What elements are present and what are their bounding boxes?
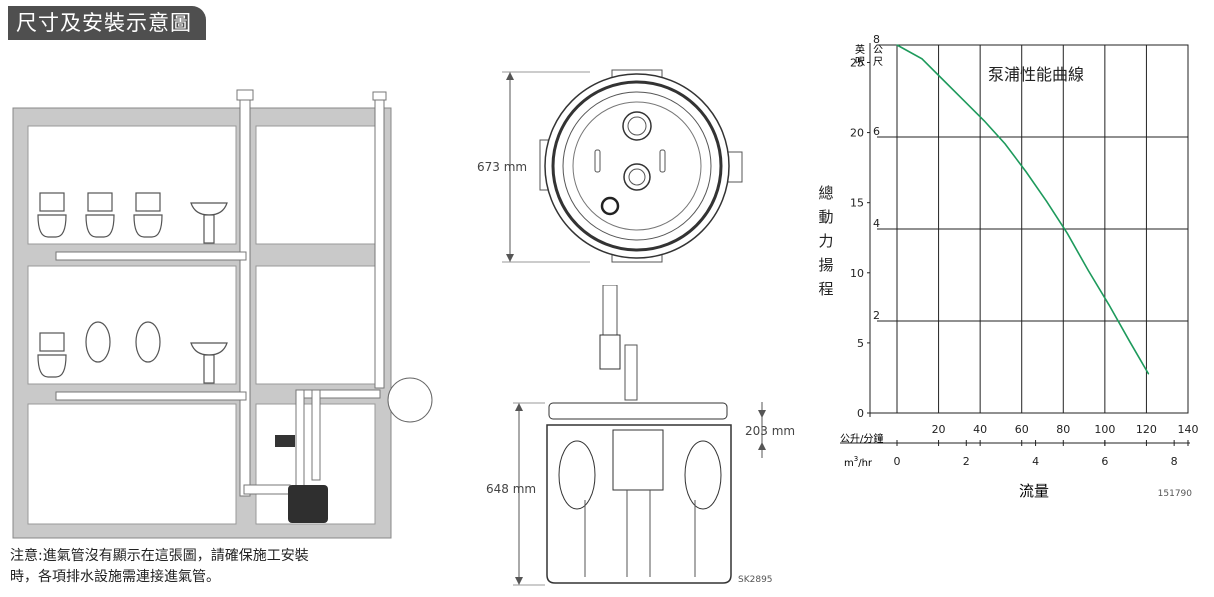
- x-primary-tick-label: 80: [1056, 423, 1070, 436]
- x-primary-tick-label: 60: [1015, 423, 1029, 436]
- x-secondary-tick-label: 2: [963, 455, 970, 468]
- x-primary-tick-label: 40: [973, 423, 987, 436]
- x-secondary-tick-label: 4: [1032, 455, 1039, 468]
- x-axis-label: 流量: [1019, 482, 1049, 500]
- note-line-2: 時，各項排水設施需連接進氣管。: [10, 569, 220, 585]
- side-view-inlet-label: 203 mm: [745, 424, 796, 438]
- y-right-tick-label: 6: [873, 125, 880, 138]
- curve-point: [896, 44, 898, 46]
- side-view-drawing: [513, 285, 732, 586]
- note-line-1: 注意:進氣管沒有顯示在這張圖，請確保施工安裝: [10, 548, 309, 564]
- y-left-tick-label: 25: [850, 56, 864, 69]
- x-primary-tick-label: 120: [1136, 423, 1157, 436]
- y-left-tick-label: 15: [850, 197, 864, 210]
- curve-point: [962, 99, 965, 101]
- curve-point: [921, 58, 923, 60]
- x-secondary-unit: m3/hr: [844, 455, 873, 469]
- x-primary-tick-label: 100: [1094, 423, 1115, 436]
- top-view-drawing: [502, 69, 743, 263]
- top-view-diameter-label: 673 mm: [477, 160, 528, 174]
- y-left-tick-label: 0: [857, 407, 864, 420]
- y-right-unit-1: 公: [873, 45, 883, 56]
- x-secondary-tick-label: 0: [894, 455, 901, 468]
- y-right-unit-2: 尺: [873, 56, 883, 68]
- installation-note: 注意:進氣管沒有顯示在這張圖，請確保施工安裝 時，各項排水設施需連接進氣管。: [10, 546, 390, 588]
- y-right-tick-label: 8: [873, 33, 880, 46]
- performance-curve: [896, 44, 1150, 375]
- curve-point: [1087, 269, 1089, 271]
- chart-title: 泵浦性能曲線: [988, 65, 1084, 84]
- chart-axes: 0 5 10 15 20 25 2 4 6 8 20 40 60 80 100 120 140 0 2 4 6 8: [840, 33, 1199, 468]
- y-axis-label-char: 揚: [818, 256, 833, 274]
- curve-point: [1129, 341, 1131, 343]
- curve-point: [942, 78, 944, 81]
- y-right-tick-label: 2: [873, 309, 880, 322]
- chart-series: [896, 44, 1150, 375]
- installation-diagram: [12, 89, 433, 539]
- y-axis-label-char: 動: [818, 208, 833, 226]
- pump-performance-chart: 0 5 10 15 20 25 2 4 6 8 20 40 60 80 100 120 140 0 2 4 6 8 泵浦性…: [818, 33, 1199, 500]
- pump-unit: [288, 485, 328, 523]
- section-title: 尺寸及安裝示意圖: [8, 6, 206, 40]
- curve-point: [1046, 200, 1048, 202]
- chart-code: 151790: [1158, 489, 1193, 499]
- x-primary-unit: 公升/分鐘: [840, 432, 883, 445]
- x-primary-tick-label: 20: [932, 423, 946, 436]
- y-left-unit-1: 英: [855, 43, 865, 56]
- y-left-tick-label: 20: [850, 127, 864, 140]
- y-right-tick-label: 4: [873, 217, 880, 230]
- y-axis-label-char: 總: [818, 184, 833, 202]
- urinal-icon: [85, 321, 111, 363]
- curve-point: [1004, 143, 1006, 145]
- x-primary-tick-label: 140: [1178, 423, 1199, 436]
- drawing-code: SK2895: [738, 575, 773, 585]
- y-left-unit-2: 呎: [855, 57, 865, 68]
- x-secondary-tick-label: 6: [1101, 455, 1108, 468]
- x-secondary-tick-label: 8: [1171, 455, 1178, 468]
- curve-point: [1108, 304, 1110, 306]
- toilet-icon: [37, 192, 163, 238]
- side-view-height-label: 648 mm: [486, 482, 537, 496]
- y-left-tick-label: 10: [850, 267, 864, 280]
- sink-icon: [190, 202, 228, 384]
- curve-point: [1025, 170, 1027, 173]
- curve-point: [1066, 233, 1069, 235]
- chart-grid: [877, 44, 1189, 414]
- y-axis-label-char: 力: [818, 232, 833, 250]
- y-axis-label-char: 程: [818, 280, 833, 298]
- curve-point: [983, 120, 985, 122]
- y-left-tick-label: 5: [857, 337, 864, 350]
- curve-point: [1147, 373, 1150, 375]
